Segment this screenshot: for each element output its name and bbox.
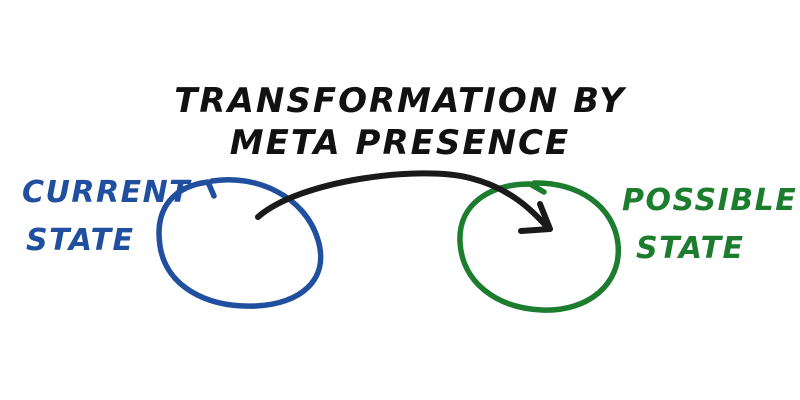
possible-state-label-line-2: STATE <box>636 231 745 266</box>
possible-state-label-line-1: POSSIBLE <box>622 183 798 218</box>
current-state-label-line-1: CURRENT <box>22 175 192 210</box>
diagram-title-line-1: TRANSFORMATION BY <box>174 81 626 121</box>
possible-state-circle <box>457 180 621 313</box>
current-state-circle <box>156 177 324 309</box>
diagram-title-line-2: META PRESENCE <box>229 123 571 163</box>
current-state-label-line-2: STATE <box>26 223 135 258</box>
transformation-arrow <box>255 170 553 234</box>
